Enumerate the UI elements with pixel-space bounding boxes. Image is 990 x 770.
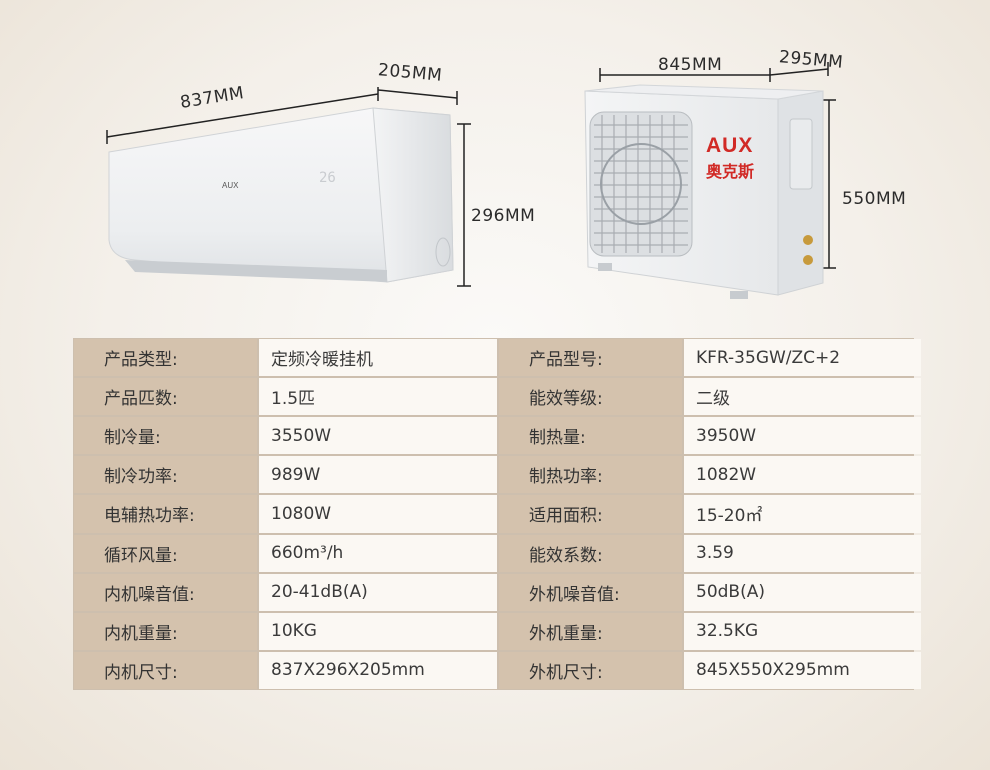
spec-label: 内机噪音值: <box>74 573 257 611</box>
indoor-display: 26 <box>319 170 336 186</box>
spec-label: 内机尺寸: <box>74 651 257 689</box>
spec-value: 50dB(A) <box>684 573 921 611</box>
spec-label: 制热功率: <box>499 456 682 494</box>
spec-label: 适用面积: <box>499 495 682 533</box>
spec-label: 外机噪音值: <box>499 573 682 611</box>
outdoor-width-label: 845MM <box>658 55 723 75</box>
spec-value: 3.59 <box>684 534 921 572</box>
outdoor-height-label: 550MM <box>842 189 907 209</box>
spec-value: 989W <box>259 456 497 494</box>
spec-value: 32.5KG <box>684 612 921 650</box>
spec-value: 660m³/h <box>259 534 497 572</box>
spec-value: 15-20㎡ <box>684 495 921 533</box>
outdoor-unit-illustration <box>584 62 836 299</box>
spec-value: 二级 <box>684 378 921 416</box>
spec-label: 能效等级: <box>499 378 682 416</box>
indoor-logo: AUX <box>222 181 239 190</box>
spec-value: 10KG <box>259 612 497 650</box>
spec-value: KFR-35GW/ZC+2 <box>684 339 921 377</box>
indoor-height-label: 296MM <box>471 206 536 226</box>
spec-label: 能效系数: <box>499 534 682 572</box>
spec-label: 产品型号: <box>499 339 682 377</box>
brand-logo: AUX <box>706 134 754 157</box>
spec-value: 20-41dB(A) <box>259 573 497 611</box>
spec-label: 循环风量: <box>74 534 257 572</box>
spec-label: 制冷量: <box>74 417 257 455</box>
spec-value: 3950W <box>684 417 921 455</box>
spec-value: 837X296X205mm <box>259 651 497 689</box>
spec-value: 3550W <box>259 417 497 455</box>
brand-logo-cn: 奥克斯 <box>706 162 755 181</box>
spec-label: 外机重量: <box>499 612 682 650</box>
spec-label: 外机尺寸: <box>499 651 682 689</box>
spec-label: 电辅热功率: <box>74 495 257 533</box>
spec-label: 产品匹数: <box>74 378 257 416</box>
spec-label: 产品类型: <box>74 339 257 377</box>
spec-value: 1.5匹 <box>259 378 497 416</box>
spec-label: 制冷功率: <box>74 456 257 494</box>
spec-value: 845X550X295mm <box>684 651 921 689</box>
spec-value: 定频冷暖挂机 <box>259 339 497 377</box>
spec-label: 制热量: <box>499 417 682 455</box>
indoor-unit-illustration: AUX 26 <box>106 87 471 287</box>
spec-value: 1080W <box>259 495 497 533</box>
spec-label: 内机重量: <box>74 612 257 650</box>
spec-value: 1082W <box>684 456 921 494</box>
